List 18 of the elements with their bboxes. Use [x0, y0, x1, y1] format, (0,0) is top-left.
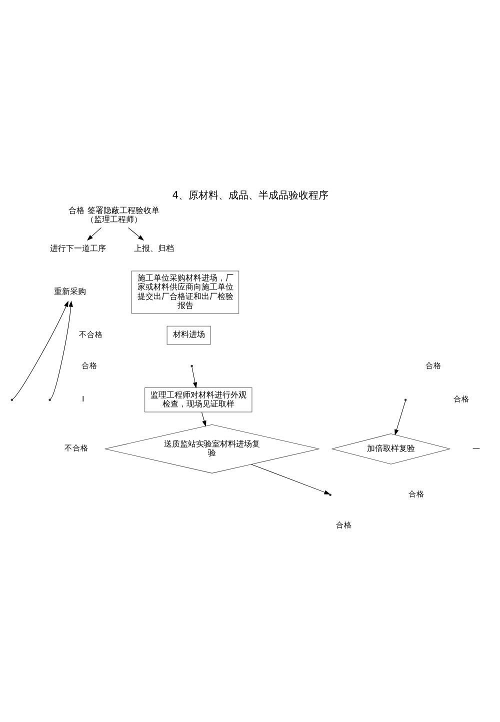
- node-diamond: 送质监站实验室材料进场复验: [104, 424, 319, 473]
- diagram-title: 4、原材料、成品、半成品验收程序: [172, 190, 328, 201]
- arrow: [201, 412, 206, 426]
- node-box: 材料进场: [166, 325, 210, 344]
- node-text: 进行下一道工序: [50, 242, 106, 253]
- arrow: [86, 226, 102, 240]
- node-text: 上报、归档: [133, 242, 174, 253]
- node-text: 合格 签署隐蔽工程验收单（监理工程师）: [68, 204, 159, 224]
- node-text: 重新采购: [54, 286, 86, 296]
- node-diamond: 加倍取样复验: [331, 433, 450, 464]
- arrow: [250, 464, 330, 494]
- arrow: [394, 400, 406, 436]
- node-box: 施工单位采购材料进场，厂家或材料供应商向施工单位提交出厂合格证和出厂检验报告: [130, 270, 239, 314]
- arrow: [191, 366, 197, 388]
- node-box: 监理工程师对材料进行外观检查，现场见证取样: [144, 387, 252, 412]
- arrow: [127, 226, 144, 240]
- arrow: [50, 300, 72, 399]
- arrow: [12, 300, 68, 399]
